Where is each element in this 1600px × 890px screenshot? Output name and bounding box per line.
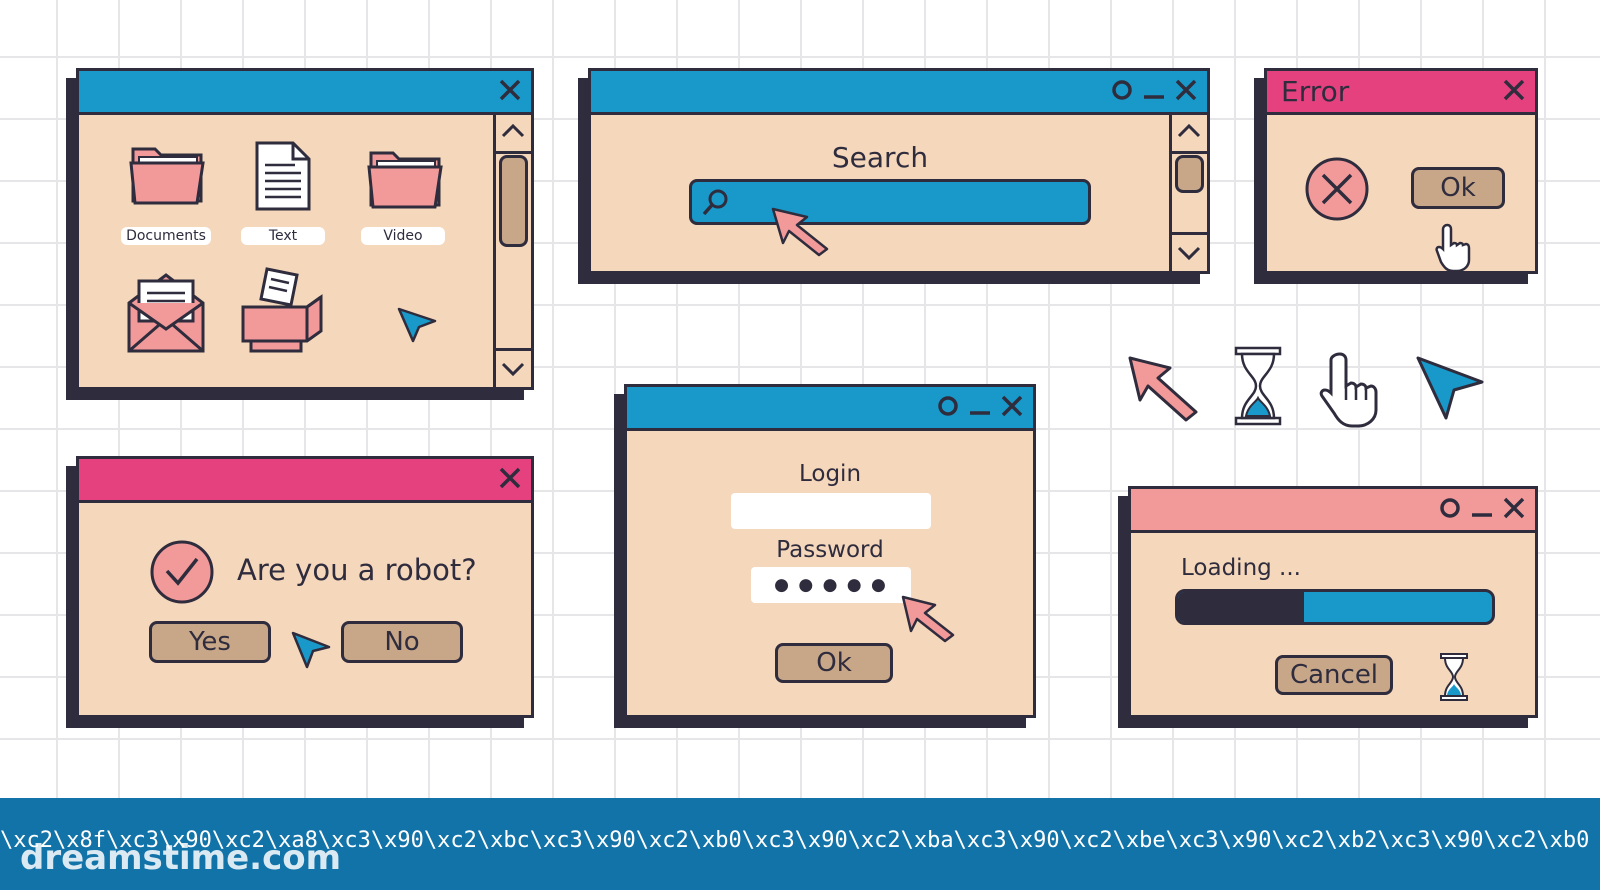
scroll-down-button[interactable]: [496, 348, 531, 387]
chevron-up-icon: [501, 123, 525, 138]
search-title: Search: [831, 141, 929, 174]
login-input[interactable]: [731, 493, 931, 529]
loading-label: Loading ...: [1181, 555, 1301, 581]
footer-code-text: \xc2\x8f\xc3\x90\xc2\xa8\xc3\x90\xc2\xbc…: [0, 828, 1590, 853]
progress-fill: [1178, 592, 1304, 622]
video-label: Video: [361, 227, 445, 245]
close-icon[interactable]: [999, 393, 1025, 419]
files-window-titlebar: [79, 71, 531, 115]
watermark-brand: dreamstime.com: [20, 838, 342, 878]
progress-bar: [1175, 589, 1495, 625]
hand-cursor-icon: [1435, 223, 1471, 273]
minimize-icon[interactable]: [1141, 77, 1167, 103]
maximize-icon[interactable]: [935, 393, 961, 419]
loading-window-titlebar: [1131, 489, 1535, 533]
error-icon: [1305, 157, 1369, 221]
login-window-titlebar: [627, 387, 1033, 431]
error-window-titlebar: Error: [1267, 71, 1535, 115]
robot-window: Are you a robot? Yes No: [76, 456, 534, 718]
robot-window-titlebar: [79, 459, 531, 503]
error-title: Error: [1281, 75, 1350, 108]
arrow-cursor-icon: [291, 631, 331, 669]
password-label: Password: [776, 537, 884, 563]
robot-question: Are you a robot?: [237, 553, 477, 587]
mail-icon[interactable]: [123, 267, 209, 357]
chevron-down-icon: [501, 362, 525, 377]
maximize-icon[interactable]: [1437, 495, 1463, 521]
minimize-icon[interactable]: [967, 393, 993, 419]
search-input[interactable]: [689, 179, 1091, 225]
chevron-up-icon: [1177, 123, 1201, 138]
login-ok-button[interactable]: Ok: [775, 643, 893, 683]
scroll-up-button[interactable]: [496, 115, 531, 154]
hourglass-icon: [1234, 346, 1282, 426]
close-icon[interactable]: [1501, 77, 1527, 103]
search-window: Search: [588, 68, 1210, 274]
folder-icon[interactable]: [127, 141, 209, 211]
pointer-cursor-icon: [771, 207, 829, 257]
checkmark-icon: [150, 540, 214, 604]
arrow-cursor-icon: [397, 307, 437, 343]
hourglass-icon: [1440, 653, 1468, 701]
maximize-icon[interactable]: [1109, 77, 1135, 103]
folder-icon[interactable]: [365, 145, 447, 215]
error-window: Error Ok: [1264, 68, 1538, 274]
text-label: Text: [241, 227, 325, 245]
login-label: Login: [798, 461, 862, 487]
documents-label: Documents: [121, 227, 211, 245]
scroll-up-button[interactable]: [1172, 115, 1207, 154]
no-button[interactable]: No: [341, 621, 463, 663]
printer-icon[interactable]: [237, 265, 329, 357]
search-window-titlebar: [591, 71, 1207, 115]
error-ok-button[interactable]: Ok: [1411, 167, 1505, 209]
scroll-down-button[interactable]: [1172, 232, 1207, 271]
close-icon[interactable]: [497, 77, 523, 103]
footer-banner: dreamstime.com \xc2\x8f\xc3\x90\xc2\xa8\…: [0, 798, 1600, 890]
minimize-icon[interactable]: [1469, 495, 1495, 521]
chevron-down-icon: [1177, 246, 1201, 261]
scroll-thumb[interactable]: [499, 155, 528, 247]
scroll-thumb[interactable]: [1175, 155, 1204, 193]
loading-window: Loading ... Cancel: [1128, 486, 1538, 718]
close-icon[interactable]: [497, 465, 523, 491]
cancel-button[interactable]: Cancel: [1275, 655, 1393, 695]
files-window: Documents Text Video: [76, 68, 534, 390]
search-scrollbar[interactable]: [1169, 115, 1207, 271]
files-scrollbar[interactable]: [493, 115, 531, 387]
yes-button[interactable]: Yes: [149, 621, 271, 663]
login-window: Login Password ● ● ● ● ● Ok: [624, 384, 1036, 718]
pointer-cursor-icon: [1128, 356, 1198, 422]
pointer-cursor-icon: [901, 595, 955, 643]
hand-cursor-icon: [1319, 352, 1378, 428]
password-input[interactable]: ● ● ● ● ●: [751, 567, 911, 603]
search-icon: [702, 189, 728, 216]
close-icon[interactable]: [1173, 77, 1199, 103]
close-icon[interactable]: [1501, 495, 1527, 521]
text-document-icon[interactable]: [251, 139, 315, 213]
arrow-cursor-icon: [1416, 356, 1484, 420]
